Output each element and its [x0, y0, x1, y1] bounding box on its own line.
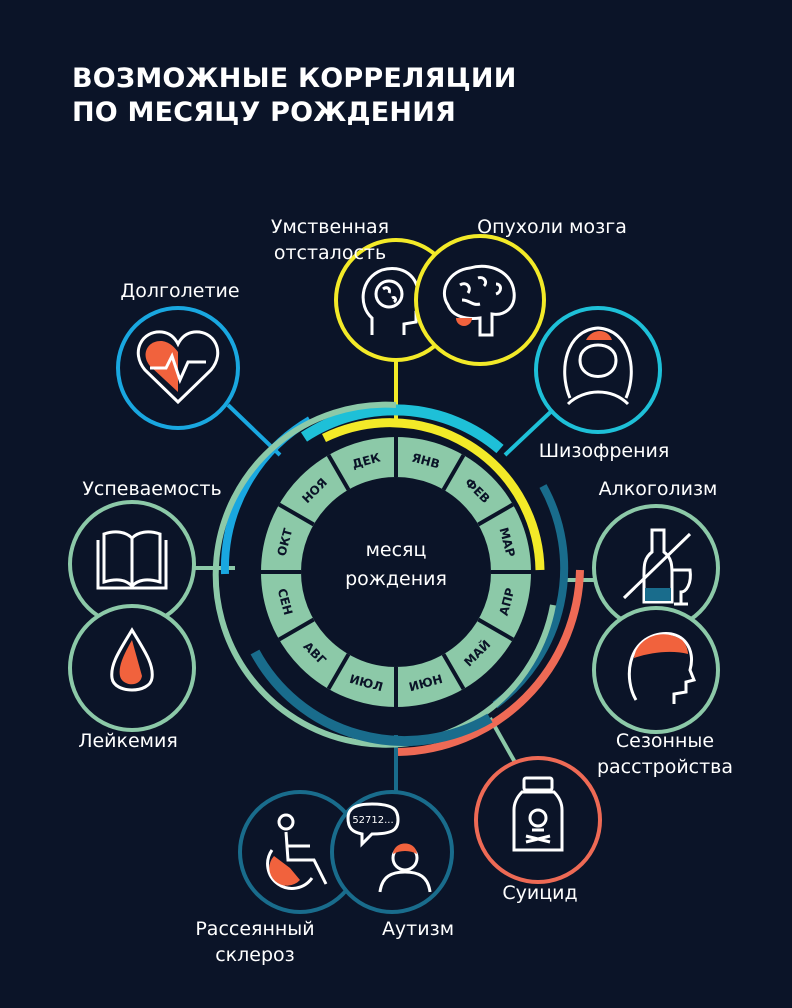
woman-head-icon — [563, 326, 633, 406]
boy-hair — [393, 843, 417, 854]
title-line-2: ПО МЕСЯЦУ РОЖДЕНИЯ — [72, 97, 456, 128]
longevity-circle — [116, 306, 240, 430]
drop-icon — [110, 627, 154, 692]
page-title: ВОЗМОЖНЫЕ КОРРЕЛЯЦИИ ПО МЕСЯЦУ РОЖДЕНИЯ — [72, 62, 517, 130]
leukemia-circle — [68, 604, 196, 732]
wheel-fill — [269, 856, 300, 886]
book-icon — [96, 530, 168, 590]
label-seasonal: Сезонные расстройства — [596, 730, 734, 778]
label-mental-retardation: Умственная отсталость — [270, 216, 390, 264]
arc-cyan — [300, 404, 504, 454]
month-divider — [477, 502, 514, 527]
seasonal-circle — [592, 606, 720, 734]
brain-spot — [586, 331, 612, 340]
label-academic: Успеваемость — [82, 478, 222, 500]
month-label: СЕН — [275, 587, 296, 617]
arc-teal-outer — [212, 401, 556, 748]
arc-coral — [397, 569, 584, 756]
title-line-1: ВОЗМОЖНЫЕ КОРРЕЛЯЦИИ — [72, 63, 517, 94]
month-divider — [441, 454, 466, 491]
label-longevity: Долголетие — [120, 280, 240, 302]
month-divider — [326, 653, 351, 690]
suicide-circle — [474, 756, 602, 884]
label-schizophrenia: Шизофрения — [538, 440, 670, 462]
tumor-mark — [456, 318, 472, 326]
arc-yellow — [322, 418, 545, 571]
heart-fill — [145, 340, 178, 392]
month-dividers — [261, 437, 531, 707]
bottle-icon — [622, 528, 692, 606]
label-autism: Аутизм — [381, 918, 455, 940]
connector-schizophrenia — [503, 403, 560, 457]
autism-circle: 52712... — [330, 790, 454, 914]
month-divider — [278, 617, 315, 642]
label-brain-tumors: Опухоли мозга — [477, 216, 627, 238]
wheelchair-icon — [266, 813, 328, 890]
label-alcoholism: Алкоголизм — [598, 478, 718, 500]
month-divider — [326, 454, 351, 491]
schizophrenia-circle — [534, 306, 662, 434]
drop-fill — [119, 640, 142, 685]
heart-icon — [136, 330, 220, 405]
month-divider — [477, 617, 514, 642]
label-ms: Рассеянный склероз — [195, 918, 315, 966]
arc-navy-bottom — [250, 649, 493, 747]
ms-circle — [238, 790, 362, 914]
speech-bubble-icon — [346, 802, 400, 848]
bubble-text: 52712... — [352, 815, 393, 826]
poison-bottle-icon — [512, 776, 564, 852]
brain-tumors-circle — [414, 234, 546, 366]
head-profile-icon — [627, 632, 697, 704]
month-divider — [278, 502, 315, 527]
head-spot — [634, 634, 688, 658]
center-line-2: рождения — [345, 568, 447, 590]
center-line-1: месяц — [366, 539, 427, 561]
bottle-fill — [645, 588, 671, 601]
label-suicide: Суицид — [502, 882, 578, 904]
outer-arcs — [212, 401, 584, 756]
month-divider — [441, 653, 466, 690]
label-leukemia: Лейкемия — [78, 730, 178, 752]
pulse-icon — [150, 352, 206, 385]
